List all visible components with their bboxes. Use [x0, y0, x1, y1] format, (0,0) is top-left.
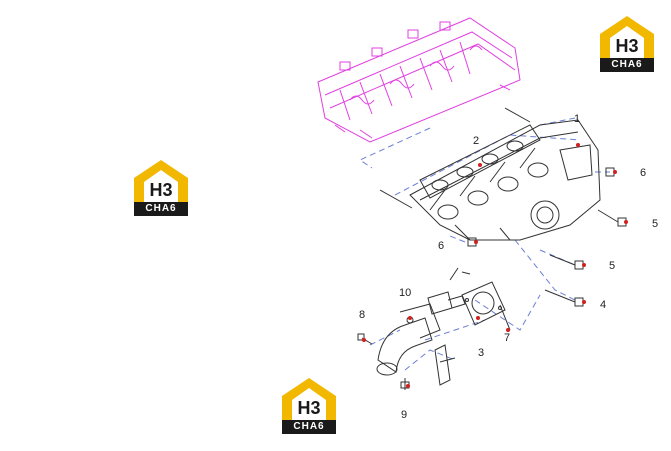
callout-4: 4: [600, 299, 607, 311]
studs-and-bolts: [379, 107, 627, 331]
throttle-gasket: [461, 281, 506, 326]
brand-logo: H3 CHA6: [596, 12, 658, 74]
logo-monogram: H3: [297, 398, 321, 418]
callout-6: 6: [438, 240, 445, 252]
air-inlet-elbow: [376, 303, 441, 376]
callout-10: 10: [399, 287, 412, 299]
callout-7: 7: [504, 332, 511, 344]
assembly-leader-lines: [358, 117, 610, 371]
callout-5: 5: [609, 260, 616, 272]
callout-6: 6: [640, 167, 647, 179]
callout-5: 5: [652, 218, 659, 230]
bolt-markers: [362, 143, 628, 388]
intake-manifold: [409, 119, 601, 241]
logo-brand-text: CHA6: [293, 421, 325, 432]
callout-9: 9: [401, 409, 408, 421]
logo-monogram: H3: [615, 36, 639, 56]
brand-logo: H3 CHA6: [130, 156, 192, 218]
logo-brand-text: CHA6: [611, 59, 643, 70]
callout-3: 3: [478, 347, 485, 359]
cylinder-head: [317, 17, 521, 143]
brand-logo: H3 CHA6: [278, 374, 340, 436]
brand-logo-mark: [600, 16, 654, 72]
sensor-connector: [427, 267, 471, 386]
callout-2: 2: [473, 135, 480, 147]
brand-logo-mark: [134, 160, 188, 216]
logo-monogram: H3: [149, 180, 173, 200]
callout-1: 1: [574, 113, 581, 125]
callout-8: 8: [359, 309, 366, 321]
logo-brand-text: CHA6: [145, 203, 177, 214]
brand-logo-mark: [282, 378, 336, 434]
intake-gasket: [419, 124, 541, 199]
